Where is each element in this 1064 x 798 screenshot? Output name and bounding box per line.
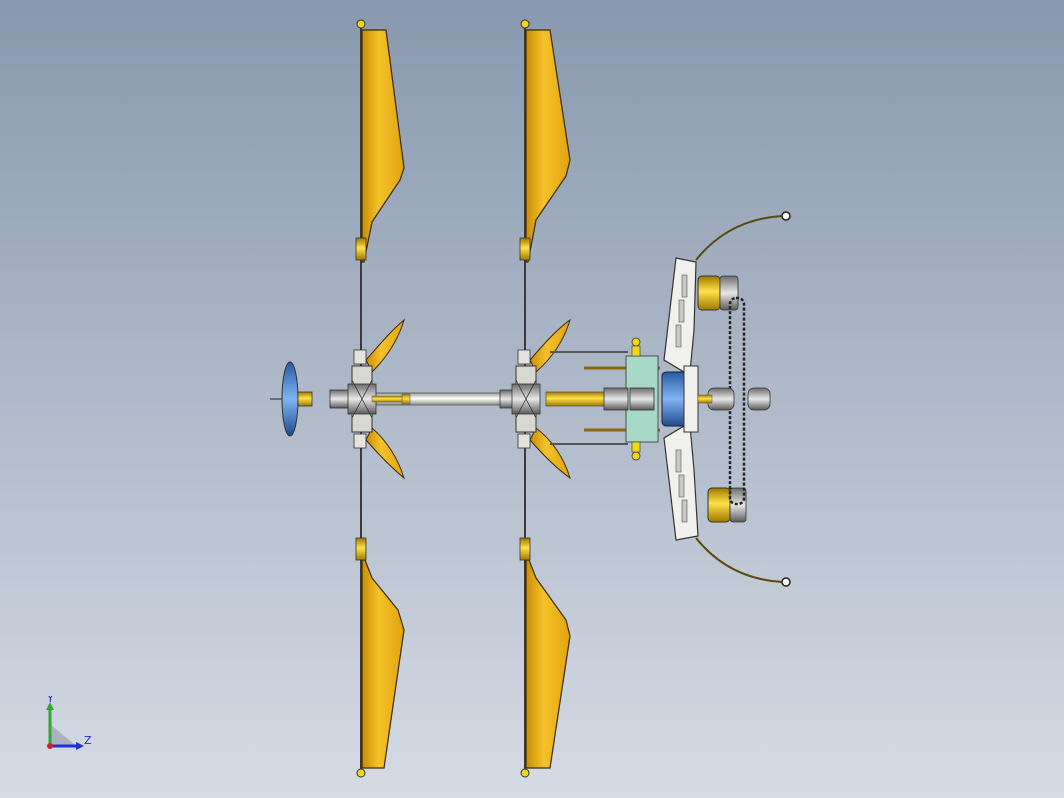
front-spar-bottom-cap <box>356 768 366 778</box>
front-lower-wing-blade[interactable] <box>361 559 405 769</box>
frame-slot <box>678 299 685 323</box>
rear-spar-top-cap <box>520 19 530 29</box>
frame-slot <box>675 324 682 348</box>
front-upper-collar <box>355 237 367 261</box>
nose-disc[interactable] <box>281 361 299 437</box>
y-axis-label: Y <box>46 696 54 705</box>
rear-shaft-gold[interactable] <box>545 391 607 407</box>
lower-hook-eye <box>781 577 791 587</box>
z-axis-arrow <box>76 742 84 750</box>
front-hub[interactable] <box>347 349 403 449</box>
upper-motor[interactable] <box>697 275 739 311</box>
frame-slot <box>678 474 685 498</box>
orientation-triad: Y Z <box>46 696 92 750</box>
front-upper-vane[interactable] <box>365 318 405 373</box>
drive-gear[interactable] <box>661 371 687 427</box>
front-lower-collar <box>355 537 367 561</box>
ornithopter-assembly[interactable] <box>270 19 791 778</box>
rear-lower-collar <box>519 537 531 561</box>
rear-lower-wing-blade[interactable] <box>525 559 571 769</box>
front-upper-wing-blade[interactable] <box>361 29 405 263</box>
triad-base-shade <box>50 724 76 746</box>
upper-hook-wire[interactable] <box>695 215 783 261</box>
rear-shaft-stub <box>697 394 713 404</box>
rear-lower-vane[interactable] <box>529 427 571 480</box>
lower-hook-wire[interactable] <box>695 537 783 583</box>
nose-collar <box>297 391 313 407</box>
main-frame[interactable] <box>663 257 699 541</box>
front-spar-top-cap <box>356 19 366 29</box>
frame-slot <box>681 274 688 298</box>
upper-hook-eye <box>781 211 791 221</box>
gearbox-mount[interactable] <box>603 337 659 461</box>
frame-slot <box>675 449 682 473</box>
front-lower-vane[interactable] <box>365 427 405 480</box>
rear-bearing-2 <box>747 387 771 411</box>
y-axis-arrow <box>46 702 54 710</box>
frame-slot <box>681 499 688 523</box>
lower-motor[interactable] <box>707 487 747 523</box>
rear-upper-vane[interactable] <box>529 318 571 373</box>
rear-spar-bottom-cap <box>520 768 530 778</box>
rear-upper-wing-blade[interactable] <box>525 29 571 263</box>
rear-upper-collar <box>519 237 531 261</box>
x-axis-dot <box>47 743 53 749</box>
rear-hub[interactable] <box>499 349 541 449</box>
z-axis-label: Z <box>84 734 92 747</box>
shaft-gold-sleeve <box>401 393 411 405</box>
